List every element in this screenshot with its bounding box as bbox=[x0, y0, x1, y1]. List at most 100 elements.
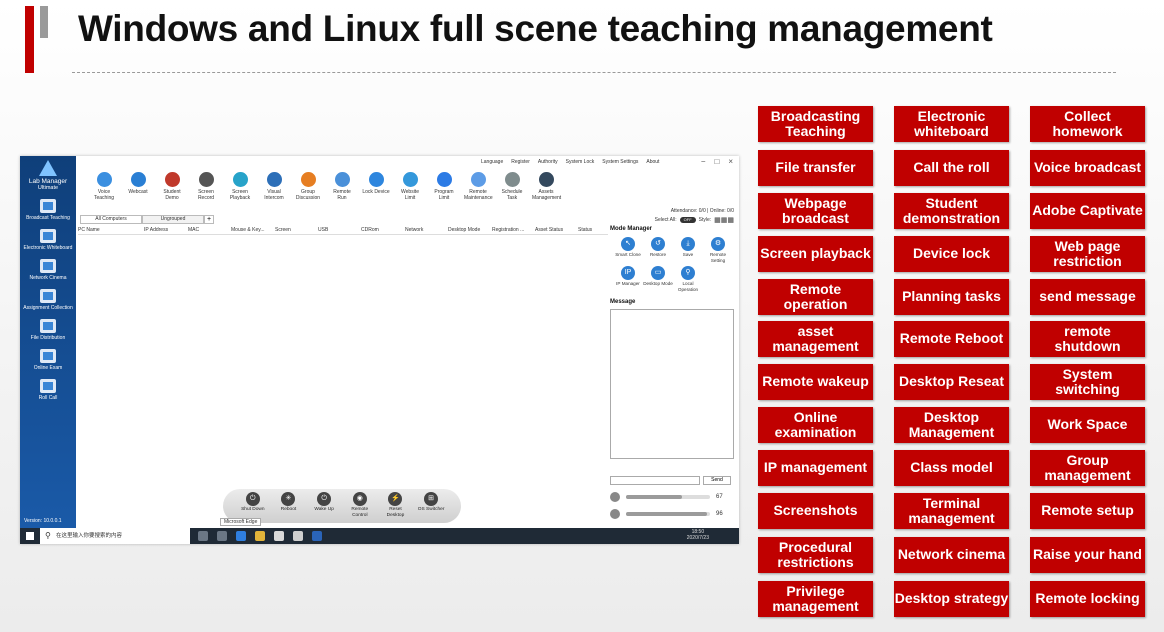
feature-adobe-captivate-button[interactable]: Adobe Captivate bbox=[1030, 193, 1145, 229]
feature-remote-wakeup-button[interactable]: Remote wakeup bbox=[758, 364, 873, 400]
feature-procedural-restrictions-button[interactable]: Procedural restrictions bbox=[758, 537, 873, 573]
toolbar-voice-teaching[interactable]: Voice Teaching bbox=[90, 172, 118, 201]
minimize-button[interactable]: − bbox=[700, 157, 706, 166]
feature-voice-broadcast-button[interactable]: Voice broadcast bbox=[1030, 150, 1145, 186]
select-all-toggle[interactable]: OFF bbox=[679, 217, 696, 223]
mode-smart-clone[interactable]: ↖Smart Clone bbox=[613, 237, 643, 263]
mode-desktop-mode[interactable]: ▭Desktop Mode bbox=[643, 266, 673, 292]
column-header-ip-address[interactable]: IP Address bbox=[144, 227, 169, 233]
mail-icon[interactable] bbox=[293, 531, 303, 541]
mode-remote-setting[interactable]: ⚙Remote Setting bbox=[703, 237, 733, 263]
feature-screenshots-button[interactable]: Screenshots bbox=[758, 493, 873, 529]
sidebar-item-assignment-collection[interactable]: Assignment Collection bbox=[20, 289, 76, 311]
tab-ungrouped[interactable]: Ungrouped bbox=[142, 215, 204, 224]
menu-about[interactable]: About bbox=[646, 159, 660, 165]
toolbar-schedule-task[interactable]: Schedule Task bbox=[498, 172, 526, 201]
feature-broadcasting-teaching-button[interactable]: Broadcasting Teaching bbox=[758, 106, 873, 142]
menu-language[interactable]: Language bbox=[481, 159, 504, 165]
column-header-mac[interactable]: MAC bbox=[188, 227, 200, 233]
column-header-cdrom[interactable]: CDRom bbox=[361, 227, 379, 233]
column-header-network[interactable]: Network bbox=[405, 227, 424, 233]
feature-call-the-roll-button[interactable]: Call the roll bbox=[894, 150, 1009, 186]
feature-remote-setup-button[interactable]: Remote setup bbox=[1030, 493, 1145, 529]
sidebar-item-online-exam[interactable]: Online Exam bbox=[20, 349, 76, 371]
send-button[interactable]: Send bbox=[703, 476, 731, 485]
store-icon[interactable] bbox=[274, 531, 284, 541]
toolbar-lock-device[interactable]: Lock Device bbox=[362, 172, 390, 201]
sidebar-item-roll-call[interactable]: Roll Call bbox=[20, 379, 76, 401]
toolbar-screen-record[interactable]: Screen Record bbox=[192, 172, 220, 201]
column-header-screen[interactable]: Screen bbox=[275, 227, 291, 233]
task-view-icon[interactable] bbox=[217, 531, 227, 541]
feature-planning-tasks-button[interactable]: Planning tasks bbox=[894, 279, 1009, 315]
column-header-usb[interactable]: USB bbox=[318, 227, 329, 233]
mic-slider[interactable] bbox=[626, 512, 710, 516]
column-header-desktop-mode[interactable]: Desktop Mode bbox=[448, 227, 481, 233]
feature-network-cinema-button[interactable]: Network cinema bbox=[894, 537, 1009, 573]
feature-remote-operation-button[interactable]: Remote operation bbox=[758, 279, 873, 315]
maximize-button[interactable]: □ bbox=[714, 157, 720, 166]
column-header-pc-name[interactable]: PC Name bbox=[78, 227, 100, 233]
feature-web-page-restriction-button[interactable]: Web page restriction bbox=[1030, 236, 1145, 272]
feature-ip-management-button[interactable]: IP management bbox=[758, 450, 873, 486]
sidebar-item-file-distribution[interactable]: File Distribution bbox=[20, 319, 76, 341]
folder-icon[interactable] bbox=[255, 531, 265, 541]
computer-table-body[interactable] bbox=[78, 235, 608, 487]
feature-collect-homework-button[interactable]: Collect homework bbox=[1030, 106, 1145, 142]
feature-class-model-button[interactable]: Class model bbox=[894, 450, 1009, 486]
feature-remote-reboot-button[interactable]: Remote Reboot bbox=[894, 321, 1009, 357]
feature-desktop-strategy-button[interactable]: Desktop strategy bbox=[894, 581, 1009, 617]
sidebar-item-electronic-whiteboard[interactable]: Electronic Whiteboard bbox=[20, 229, 76, 251]
column-header-status[interactable]: Status bbox=[578, 227, 593, 233]
speaker-slider[interactable] bbox=[626, 495, 710, 499]
lab-manager-icon[interactable] bbox=[312, 531, 322, 541]
toolbar-visual-intercom[interactable]: Visual Intercom bbox=[260, 172, 288, 201]
feature-screen-playback-button[interactable]: Screen playback bbox=[758, 236, 873, 272]
feature-desktop-management-button[interactable]: Desktop Management bbox=[894, 407, 1009, 443]
column-header-mouse-key[interactable]: Mouse & Key... bbox=[231, 227, 265, 233]
toolbar-website-limit[interactable]: Website Limit bbox=[396, 172, 424, 201]
toolbar-remote-run[interactable]: Remote Run bbox=[328, 172, 356, 201]
edge-icon[interactable] bbox=[236, 531, 246, 541]
feature-system-switching-button[interactable]: System switching bbox=[1030, 364, 1145, 400]
feature-device-lock-button[interactable]: Device lock bbox=[894, 236, 1009, 272]
feature-online-examination-button[interactable]: Online examination bbox=[758, 407, 873, 443]
bottom-shut-down-button[interactable]: ⏻Shut Down bbox=[238, 492, 268, 520]
sidebar-item-network-cinema[interactable]: Network Cinema bbox=[20, 259, 76, 281]
feature-terminal-management-button[interactable]: Terminal management bbox=[894, 493, 1009, 529]
menu-register[interactable]: Register bbox=[511, 159, 530, 165]
bottom-os-switcher-button[interactable]: ⊞OS Switcher bbox=[416, 492, 446, 520]
feature-asset-management-button[interactable]: asset management bbox=[758, 321, 873, 357]
feature-work-space-button[interactable]: Work Space bbox=[1030, 407, 1145, 443]
menu-system-settings[interactable]: System Settings bbox=[602, 159, 639, 165]
feature-send-message-button[interactable]: send message bbox=[1030, 279, 1145, 315]
feature-file-transfer-button[interactable]: File transfer bbox=[758, 150, 873, 186]
feature-webpage-broadcast-button[interactable]: Webpage broadcast bbox=[758, 193, 873, 229]
bottom-reset-desktop-button[interactable]: ⚡Reset Desktop bbox=[380, 492, 410, 520]
taskbar-search-input[interactable]: 在这里输入你要搜索的内容 bbox=[40, 528, 190, 544]
tab-all-computers[interactable]: All Computers bbox=[80, 215, 142, 224]
toolbar-webcast[interactable]: Webcast bbox=[124, 172, 152, 201]
grid-style-icon[interactable]: ▦▦▦ bbox=[714, 217, 734, 224]
bottom-remote-control-button[interactable]: ◉Remote Control bbox=[345, 492, 375, 520]
bottom-reboot-button[interactable]: ✳Reboot bbox=[273, 492, 303, 520]
feature-privilege-management-button[interactable]: Privilege management bbox=[758, 581, 873, 617]
toolbar-program-limit[interactable]: Program Limit bbox=[430, 172, 458, 201]
toolbar-group-discussion[interactable]: Group Discussion bbox=[294, 172, 322, 201]
feature-desktop-reseat-button[interactable]: Desktop Reseat bbox=[894, 364, 1009, 400]
bottom-wake-up-button[interactable]: ⏻Wake Up bbox=[309, 492, 339, 520]
add-group-button[interactable]: + bbox=[204, 215, 214, 224]
menu-authority[interactable]: Authority bbox=[537, 159, 558, 165]
feature-raise-your-hand-button[interactable]: Raise your hand bbox=[1030, 537, 1145, 573]
windows-start-icon[interactable] bbox=[26, 532, 34, 540]
message-input[interactable] bbox=[610, 476, 700, 485]
cortana-icon[interactable] bbox=[198, 531, 208, 541]
menu-system-lock[interactable]: System Lock bbox=[565, 159, 595, 165]
mode-restore[interactable]: ↺Restore bbox=[643, 237, 673, 263]
feature-remote-shutdown-button[interactable]: remote shutdown bbox=[1030, 321, 1145, 357]
column-header-asset-status[interactable]: Asset Status bbox=[535, 227, 564, 233]
column-header-registration[interactable]: Registration ... bbox=[492, 227, 525, 233]
feature-electronic-whiteboard-button[interactable]: Electronic whiteboard bbox=[894, 106, 1009, 142]
toolbar-assets-management[interactable]: Assets Management bbox=[532, 172, 561, 201]
